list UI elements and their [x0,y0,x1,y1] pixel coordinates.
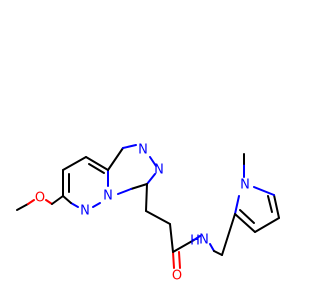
atom-n-triazole-a: N [138,143,148,158]
bond-c3p-c4p [254,217,280,233]
bond-ch2b-co [169,223,174,253]
bond-n-ch2-dark [213,250,223,256]
bond-n-ch2 [209,243,215,252]
bond-c3-ch2a [145,183,148,212]
atom-o-carbonyl: O [172,269,182,284]
bond-methyl-o [16,203,29,211]
bond-npyr-c6-dark [62,195,72,204]
bond-c2-c3p [234,213,256,233]
bond-o-c6 [51,195,64,205]
atom-n-bridge: N [103,189,113,204]
bond-nbridge-npyr [92,202,101,208]
atom-n-triazole-b: N [154,163,164,178]
bond-n1-n2 [149,156,157,167]
bond-c3-n-bridge [130,183,148,190]
bond-co-n [172,239,195,253]
bond-co-n-blue [193,235,201,241]
bond-o-c6-red [45,199,53,205]
bonds [16,144,280,269]
molecule-structure: O N N N N O N H N [16,143,280,284]
bond-c2-npyrrole [234,195,240,215]
atom-labels: O N N N N O N H N [35,143,250,284]
bond-methyl-o-red [27,199,35,205]
atom-h-amide: H [190,234,200,249]
bond-c5p-npyrrole [253,186,275,196]
bond-ch2a-ch2b [145,210,171,225]
atom-n-amide: N [199,233,209,248]
atom-o-methoxy: O [35,191,45,206]
bond-npyr-c6 [70,202,79,208]
bond-co-o [172,251,175,269]
bond-c4p-c5p [273,194,280,219]
bond-c4a-n1 [107,147,124,171]
bond-c5-c4 [62,156,87,171]
bond-c4a-n1-blue [122,144,137,149]
bond-co-o-double [178,251,181,269]
bond-ch2-c2 [221,213,236,256]
bond-c4-c4a-double [88,163,105,174]
bond-n2-c3 [146,173,156,185]
bond-c4-c4a [85,156,109,171]
bond-c4p-c5p-double [267,195,273,213]
atom-n-pyridazine: N [80,204,90,219]
bond-c3-nbridge-blue [117,188,132,195]
bond-c2-c3p-double [239,209,255,224]
atom-n-pyrrole: N [240,178,250,193]
